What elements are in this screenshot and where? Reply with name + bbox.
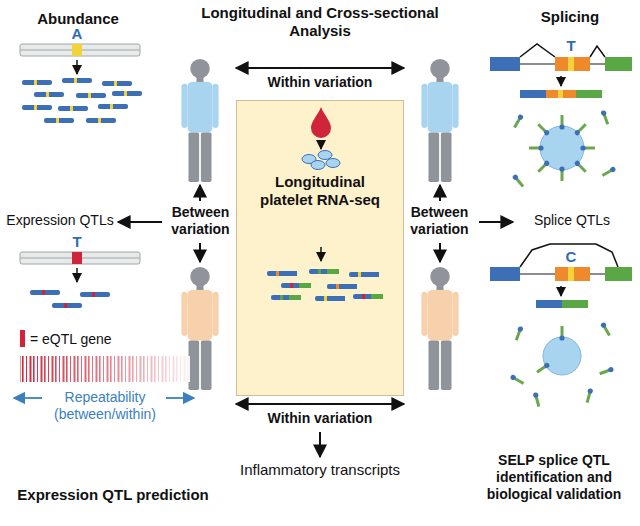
output-label: Expression QTL prediction xyxy=(6,486,220,504)
box-text: Longitudinal platelet RNA-seq xyxy=(250,173,390,209)
process-box: Longitudinal platelet RNA-seq xyxy=(236,100,404,396)
output-label: SELP splice QTL identification and biolo… xyxy=(472,452,636,502)
diagram-title: Longitudinal and Cross-sectional Analysi… xyxy=(170,4,470,40)
allele-letter: T xyxy=(564,37,578,55)
output-label: Expression QTLs xyxy=(4,212,116,229)
section-heading: Splicing xyxy=(515,8,625,26)
allele-letter: T xyxy=(70,233,84,251)
arrow-label: Within variation xyxy=(250,410,390,427)
platelet-illustration xyxy=(237,101,405,397)
arrow-label: Within variation xyxy=(250,74,390,91)
arrow-label: Between variation xyxy=(163,204,238,238)
legend-swatch xyxy=(20,330,25,347)
legend-text: = eQTL gene xyxy=(30,331,112,347)
allele-letter: C xyxy=(564,248,578,266)
axis-label: Repeatability (between/within) xyxy=(44,389,166,423)
allele-letter: A xyxy=(70,25,84,43)
arrow-label: Between variation xyxy=(402,204,477,238)
legend-item: = eQTL gene xyxy=(20,330,112,347)
output-label: Inflammatory transcripts xyxy=(225,461,415,479)
output-label: Splice QTLs xyxy=(516,212,628,229)
